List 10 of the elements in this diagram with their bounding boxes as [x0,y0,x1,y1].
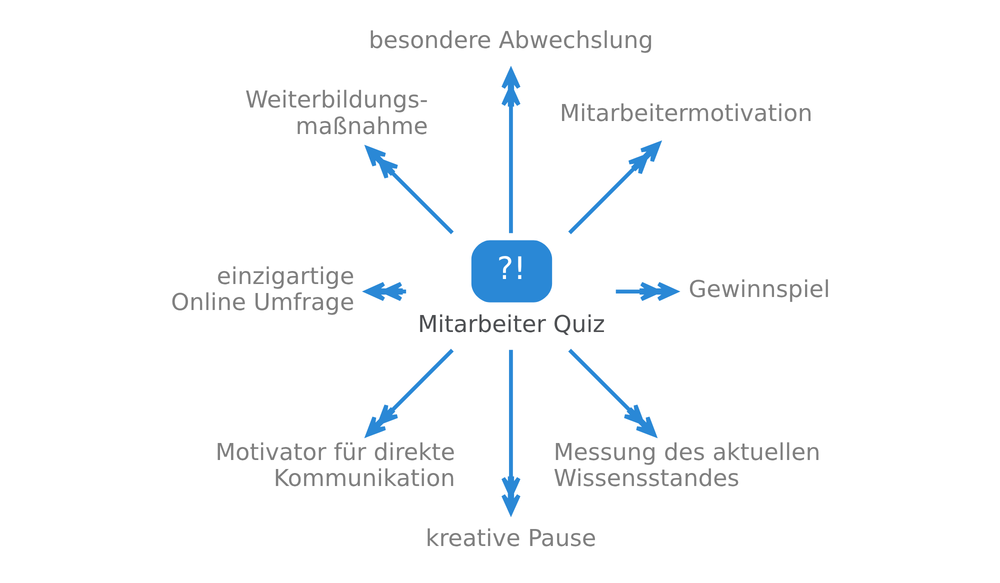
node-text: Motivator für direkte Kommunikation [214,438,455,492]
node-text: kreative Pause [425,524,596,552]
node-label: Mitarbeiter Quiz [417,310,605,338]
node-text: Weiterbildungs- maßnahme [244,86,428,140]
node-text: Gewinnspiel [688,276,830,303]
node-text: besondere Abwechslung [368,26,653,54]
node-box: ?! [470,240,552,302]
node-text: einzigartige Online Umfrage [170,262,354,316]
node-text: Mitarbeitermotivation [559,100,812,127]
node-text: Messung des aktuellen Wissensstandes [553,438,820,492]
